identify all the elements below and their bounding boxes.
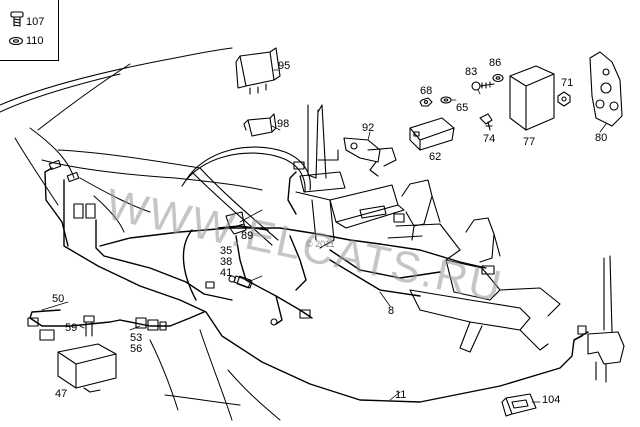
- callout-41: 41: [220, 267, 233, 279]
- part-62-module: [409, 117, 455, 151]
- callout-38: 38: [220, 256, 233, 268]
- screw-icon: [10, 11, 24, 27]
- callout-35: 35: [220, 245, 233, 257]
- callout-53: 53: [130, 332, 143, 344]
- callout-95: 95: [278, 60, 291, 72]
- part-86-washer: [492, 73, 504, 83]
- part-65-washer: [440, 96, 452, 104]
- watermark-copyright: © 2011: [306, 239, 335, 249]
- part-74-screw: [479, 113, 493, 131]
- legend-label-107: 107: [26, 16, 45, 28]
- callout-89: 89: [241, 230, 254, 242]
- callout-50: 50: [52, 293, 65, 305]
- callout-59: 59: [65, 322, 78, 334]
- part-41-sensor: [228, 275, 253, 289]
- harness-connectors: [27, 159, 587, 335]
- callout-56: 56: [130, 343, 143, 355]
- part-80-bracket: [589, 51, 623, 127]
- part-71-nut: [557, 91, 571, 107]
- legend-box: [0, 0, 59, 61]
- part-83-screw: [471, 81, 495, 91]
- callout-74: 74: [483, 133, 496, 145]
- part-59-bolt: [83, 315, 95, 337]
- callout-62: 62: [429, 151, 442, 163]
- seat-frame: [329, 179, 561, 353]
- part-89-connector: [225, 211, 247, 235]
- callout-65: 65: [456, 102, 469, 114]
- part-47-module: [57, 343, 117, 393]
- callout-83: 83: [465, 66, 478, 78]
- callout-11: 11: [395, 389, 407, 401]
- callout-98: 98: [277, 118, 290, 130]
- callout-71: 71: [561, 77, 574, 89]
- legend-label-110: 110: [26, 35, 44, 47]
- callout-47: 47: [55, 388, 68, 400]
- part-104-switch: [501, 393, 537, 417]
- callout-86: 86: [489, 57, 502, 69]
- part-68-nut: [419, 97, 433, 107]
- callout-104: 104: [542, 394, 561, 406]
- b-pillar: [587, 255, 625, 383]
- part-50-connector: [39, 329, 55, 341]
- part-77-control-unit: [509, 65, 555, 131]
- washer-icon: [8, 36, 24, 46]
- body-outline: [0, 47, 281, 421]
- callout-92: 92: [362, 122, 375, 134]
- part-98-clip: [243, 113, 277, 137]
- callout-77: 77: [523, 136, 536, 148]
- leader-lines: [41, 69, 607, 403]
- callout-8: 8: [388, 305, 395, 317]
- callout-80: 80: [595, 132, 608, 144]
- callout-68: 68: [420, 85, 433, 97]
- part-95-relay: [235, 47, 281, 95]
- part-92-switch: [343, 137, 397, 177]
- wiring-harness: [29, 167, 589, 403]
